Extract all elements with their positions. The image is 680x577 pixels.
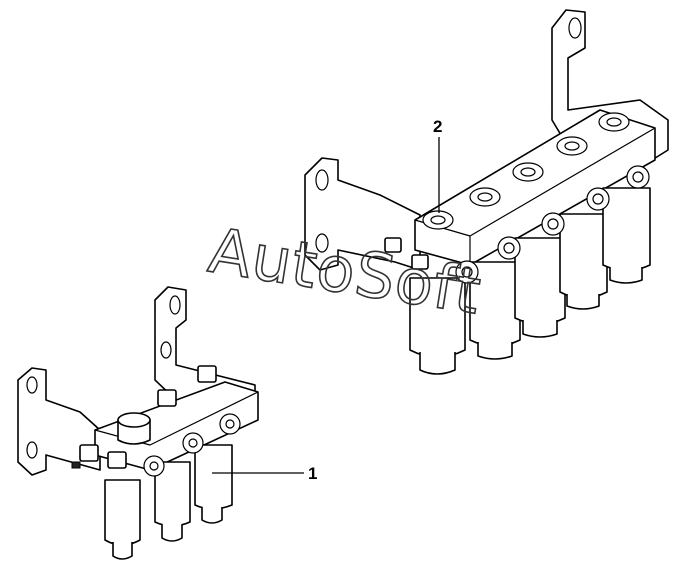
callout-2: 2 xyxy=(433,117,442,213)
callout-label-1: 1 xyxy=(308,464,317,483)
callout-1: 1 xyxy=(212,464,317,483)
valve-manifold-assembly-1 xyxy=(17,286,259,560)
valve-manifold-assembly-2 xyxy=(304,9,669,375)
callout-label-2: 2 xyxy=(433,117,442,136)
